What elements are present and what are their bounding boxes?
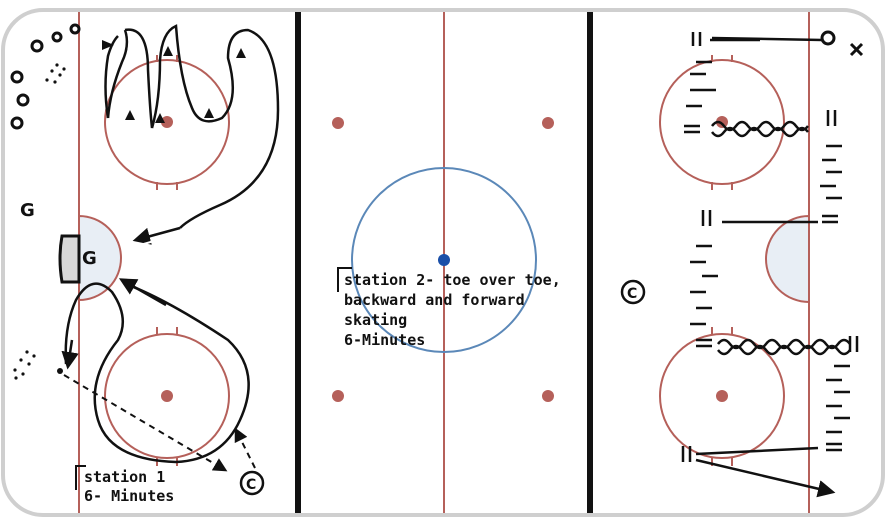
goalie-icon: G xyxy=(82,248,97,269)
skating-path xyxy=(64,282,250,464)
goal-crease-right xyxy=(765,214,810,304)
neutral-dot xyxy=(542,117,554,129)
label-bracket xyxy=(75,465,86,490)
neutral-dot xyxy=(332,390,344,402)
skating-path xyxy=(106,24,280,229)
station-1-duration: 6- Minutes xyxy=(84,487,174,505)
puck-dots-icon xyxy=(13,63,66,380)
faceoff-circle-right-top xyxy=(659,55,785,190)
svg-text:C: C xyxy=(627,286,637,302)
backward-skating-path xyxy=(717,338,851,350)
faceoff-dot xyxy=(716,116,728,128)
faceoff-dot xyxy=(161,116,173,128)
skating-path xyxy=(104,35,119,119)
player-triangle-icon xyxy=(102,40,246,123)
player-circle-icon xyxy=(820,30,836,46)
skating-arrow xyxy=(139,237,166,246)
svg-text:C: C xyxy=(246,477,256,493)
skating-arrow xyxy=(132,226,181,245)
station-2-duration: 6-Minutes xyxy=(344,331,425,349)
pass-line xyxy=(63,374,228,472)
puck-icon xyxy=(57,368,63,374)
backward-skating-path xyxy=(717,344,851,356)
coach-icon: C xyxy=(239,470,265,496)
skating-arrow xyxy=(695,458,836,498)
neutral-dot xyxy=(542,390,554,402)
goal-net-left xyxy=(58,234,81,284)
faceoff-dot xyxy=(161,390,173,402)
neutral-dot xyxy=(332,117,344,129)
player-circle-icon xyxy=(10,23,81,130)
goal-crease-left xyxy=(78,214,122,302)
label-bracket xyxy=(337,267,352,292)
goalie-icon: G xyxy=(20,200,35,221)
faceoff-circle-right-bottom xyxy=(659,327,785,466)
faceoff-circle-left-top xyxy=(104,55,230,190)
station-2-line2: backward and forward xyxy=(344,291,525,309)
backward-skating-path xyxy=(711,126,809,138)
cross-icon xyxy=(849,42,864,57)
skater-marks xyxy=(681,32,859,462)
center-circle xyxy=(351,167,537,353)
faceoff-dot xyxy=(716,390,728,402)
station-2-line3: skating xyxy=(344,311,407,329)
skating-arrow xyxy=(61,339,79,370)
center-faceoff-dot xyxy=(438,254,450,266)
coach-icon: C xyxy=(620,279,646,305)
station-2-title: station 2- toe over toe, xyxy=(344,271,561,289)
station-1-title: station 1 xyxy=(84,468,165,486)
pass-line xyxy=(234,427,256,469)
skating-arrow xyxy=(118,278,167,307)
